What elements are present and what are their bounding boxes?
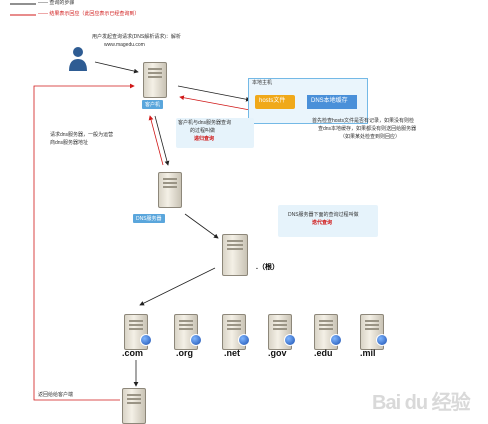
user-icon-head (73, 47, 83, 57)
arrow-client-to-dns (154, 115, 170, 166)
dns-cache-label: DNS本地缓存 (311, 98, 348, 104)
iterative-note-box: DNS服务器下面的查询过程叫做 迭代查询 (278, 205, 378, 237)
iterative-note-line1: DNS服务器下面的查询过程叫做 (288, 212, 359, 218)
local-host-title: 本地主机 (252, 80, 273, 86)
local-host-panel: 本地主机 hosts文件 DNS本地缓存 (248, 78, 368, 124)
hosts-note-line2: 查dns本地缓存，如果都没有则送回给服务器 (318, 126, 417, 132)
tld-label-mil: .mil (360, 348, 376, 358)
hosts-file-box: hosts文件 (255, 95, 295, 109)
watermark-logo: Bai du 经验 (372, 392, 471, 414)
arrow-user-to-client (94, 61, 139, 74)
arrow-return-to-client (33, 83, 135, 401)
authoritative-server-icon (122, 388, 146, 424)
legend-query-steps: —— 查询的步骤 (38, 0, 75, 6)
root-server-icon (222, 234, 248, 276)
iterative-note-emph: 迭代查询 (312, 220, 333, 226)
arrow-client-to-host (177, 85, 251, 102)
client-tag: 客户机 (142, 100, 164, 109)
tld-label-org: .org (176, 348, 193, 358)
user-caption-line2: www.magedu.com (104, 42, 145, 48)
user-caption-line1: 用户发起查询请求(DNS解析请求)：解析 (92, 34, 181, 40)
globe-icon (376, 334, 388, 346)
arrow-dns-to-root (184, 213, 219, 239)
arrow-host-to-client (179, 95, 251, 111)
user-icon-body (69, 59, 87, 71)
globe-icon (330, 334, 342, 346)
dns-cache-box: DNS本地缓存 (307, 95, 357, 109)
tld-label-edu: .edu (314, 348, 333, 358)
globe-icon (238, 334, 250, 346)
client-server-icon (143, 62, 167, 98)
arrow-dns-to-client (148, 115, 164, 166)
tld-label-net: .net (224, 348, 241, 358)
arrow-root-to-com (139, 267, 216, 306)
globe-icon (190, 334, 202, 346)
recursive-note-line1: 客户机与dns服务器查询 (178, 120, 232, 126)
tld-label-com: .com (122, 348, 144, 358)
legend-response: —— 结果表示回应（此回应表示已经查询到） (38, 11, 140, 17)
hosts-note-line3: （如果某处检查到则回应） (340, 134, 401, 140)
recursive-note-line2: 的过程叫做 (190, 128, 216, 134)
root-label: .（根） (256, 264, 279, 271)
hosts-note-line1: 首先检查hosts文件是否有记录，如果没有则检 (312, 118, 414, 124)
return-client-note: 返回给给客户端 (38, 392, 74, 398)
globe-icon (140, 334, 152, 346)
hosts-file-label: hosts文件 (259, 98, 286, 104)
recursive-note-box: 客户机与dns服务器查询 的过程叫做 递归查询 (176, 118, 254, 148)
tld-server-edu (314, 314, 338, 350)
ask-dns-note-line2: 商dns服务器地址 (50, 140, 89, 146)
globe-icon (284, 334, 296, 346)
dns-server-icon (158, 172, 182, 208)
ask-dns-note-line1: 请求dns服务器，一般为运营 (50, 132, 114, 138)
tld-label-gov: .gov (268, 348, 287, 358)
recursive-note-emph: 递归查询 (194, 136, 215, 142)
dns-server-tag: DNS服务器 (133, 214, 165, 223)
